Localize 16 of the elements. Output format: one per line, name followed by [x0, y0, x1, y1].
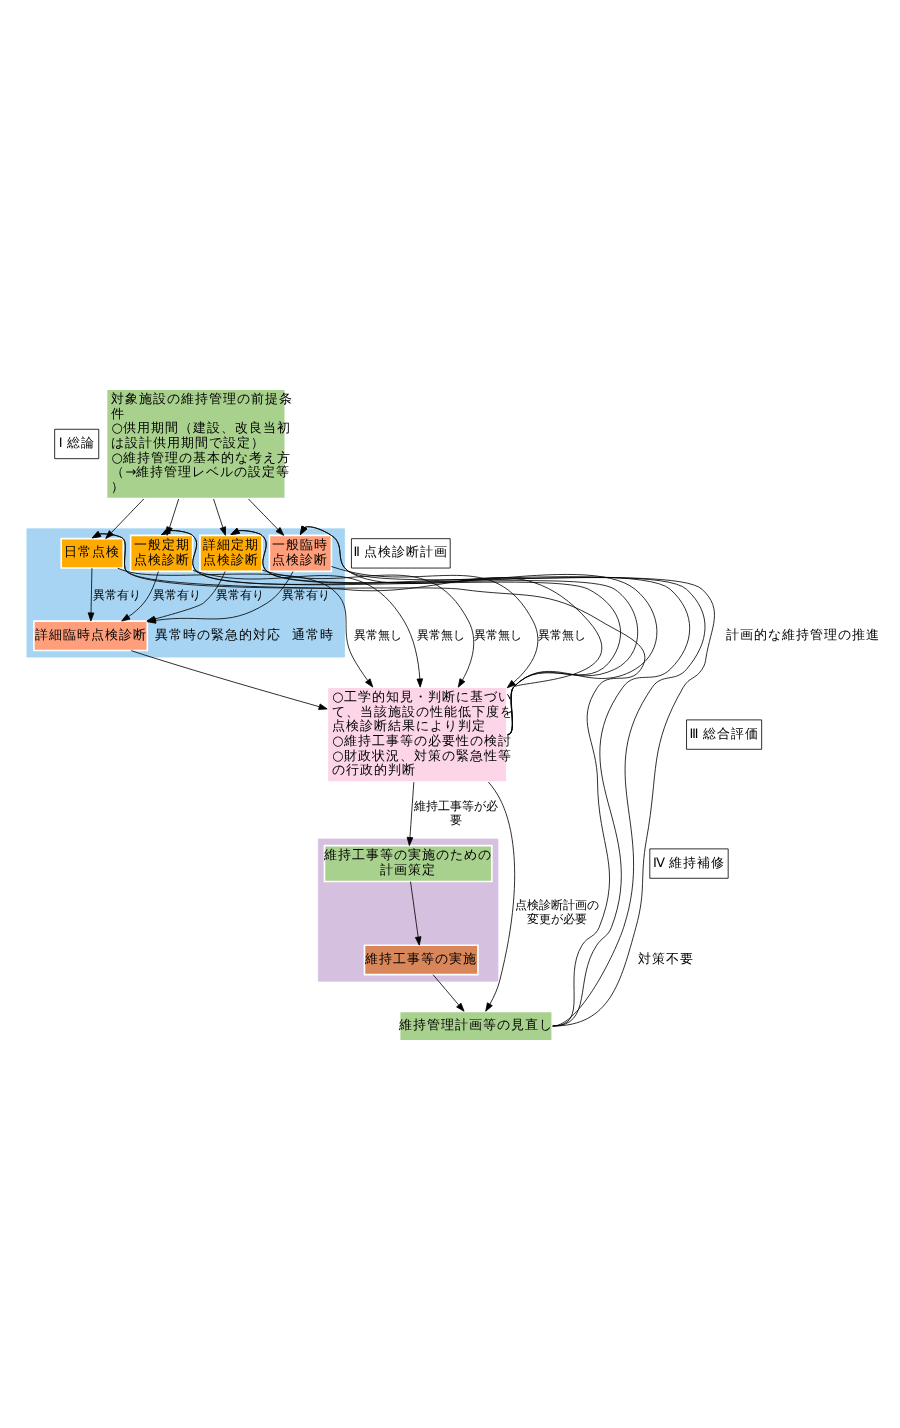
arrow — [130, 649, 328, 709]
arrow — [261, 568, 475, 687]
arrow — [432, 973, 465, 1011]
arrow — [300, 524, 715, 1026]
arrow — [300, 524, 658, 734]
arrow — [248, 497, 285, 535]
arrow — [117, 566, 374, 687]
arrow — [230, 526, 706, 1026]
arrow — [105, 497, 145, 538]
arrow — [406, 780, 415, 845]
arrow — [410, 880, 422, 945]
arrow — [485, 780, 515, 1011]
arrow — [331, 565, 539, 688]
arrow — [87, 566, 95, 621]
arrow — [192, 568, 424, 687]
arrow — [213, 497, 226, 535]
